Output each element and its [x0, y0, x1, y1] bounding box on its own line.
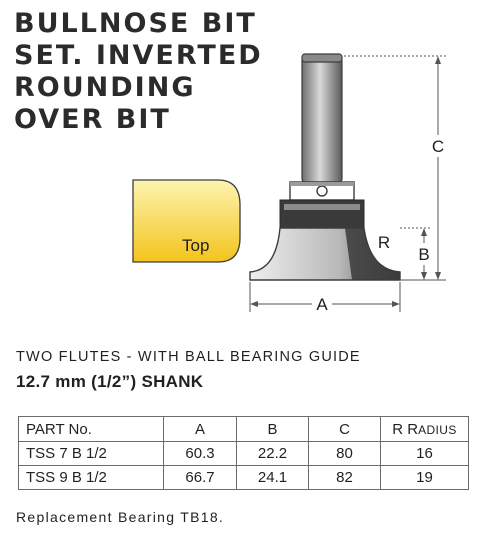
cell-a: 60.3 [163, 441, 237, 466]
collar-highlight [284, 204, 360, 210]
dimension-a-arrow-right [392, 301, 400, 307]
title-line: ROUNDING [14, 72, 196, 103]
header-part-no: PART No. [18, 416, 164, 442]
dimension-b-arrow-top [421, 228, 427, 236]
cutter-shadow [345, 228, 400, 280]
title-line: SET. INVERTED [14, 40, 263, 71]
cell-part-no: TSS 7 B 1/2 [18, 441, 164, 466]
header-a: A [163, 416, 237, 442]
table-row: TSS 9 B 1/2 66.7 24.1 82 19 [18, 465, 469, 490]
cell-c: 82 [308, 465, 381, 490]
table-row: TSS 7 B 1/2 60.3 22.2 80 16 [18, 441, 469, 466]
table-header-row: PART No. A B C R RADIUS [18, 416, 469, 442]
shank [301, 57, 343, 183]
workpiece-profile [132, 179, 241, 263]
bearing-screw-icon [316, 185, 328, 197]
product-title: BULLNOSE BIT SET. INVERTED ROUNDING OVER… [14, 8, 263, 136]
header-radius-rest: ADIUS [418, 422, 457, 437]
shank-size: 12.7 mm (1/2”) SHANK [16, 372, 204, 391]
router-bit-diagram: Top A C B R [132, 53, 448, 314]
bearing-shadow [290, 182, 354, 186]
flutes-description: TWO FLUTES - WITH BALL BEARING GUIDE [16, 349, 361, 365]
cell-c: 80 [308, 441, 381, 466]
dimension-b-label: B [418, 245, 429, 264]
cell-b: 24.1 [236, 465, 309, 490]
dimension-a-arrow-left [250, 301, 258, 307]
cell-r: 19 [380, 465, 469, 490]
header-b: B [236, 416, 309, 442]
dimension-c-label: C [432, 137, 444, 156]
top-label: Top [182, 236, 209, 255]
dimension-a-label: A [316, 295, 328, 314]
cell-b: 22.2 [236, 441, 309, 466]
cell-a: 66.7 [163, 465, 237, 490]
shank-end [301, 53, 343, 63]
dimension-b-arrow-bottom [421, 272, 427, 280]
radius-label: R [378, 233, 390, 252]
header-r-radius: R RADIUS [380, 416, 469, 442]
dimension-c-arrow-top [435, 56, 441, 64]
cell-r: 16 [380, 441, 469, 466]
cell-part-no: TSS 9 B 1/2 [18, 465, 164, 490]
header-r-initial: R R [392, 420, 419, 438]
header-c: C [308, 416, 381, 442]
title-line: OVER BIT [14, 104, 171, 135]
dimension-c-arrow-bottom [435, 272, 441, 280]
title-line: BULLNOSE BIT [14, 8, 257, 39]
spec-table: PART No. A B C R RADIUS TSS 7 B 1/2 60.3… [18, 416, 469, 490]
replacement-bearing-note: Replacement Bearing TB18. [16, 509, 225, 525]
